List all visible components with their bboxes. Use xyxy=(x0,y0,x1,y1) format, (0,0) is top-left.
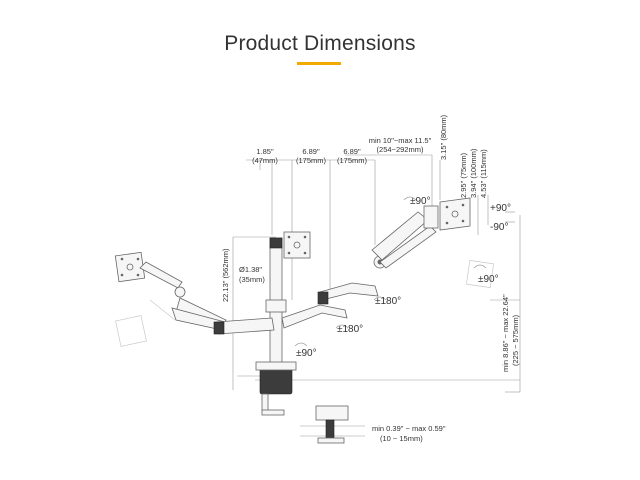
rotation-base: ±90° xyxy=(296,348,317,359)
pole-height: 22.13" (562mm) xyxy=(221,248,230,302)
left-monitor-plate xyxy=(114,251,146,283)
dim-2-mm: (175mm) xyxy=(296,156,327,165)
pole-diameter-in: Ø1.38" xyxy=(239,265,262,274)
dim-2-in: 6.89" xyxy=(302,147,320,156)
pole-diameter-mm: (35mm) xyxy=(239,275,265,284)
left-arm xyxy=(139,261,227,331)
dim-3-in: 6.89" xyxy=(343,147,361,156)
rotation-elbow-2: ±180° xyxy=(337,324,363,335)
title-underline xyxy=(297,62,341,65)
right-monitor-plate xyxy=(439,197,471,231)
vesa-100: 3.94" (100mm) xyxy=(469,148,478,198)
dim-1-mm: (47mm) xyxy=(252,156,278,165)
right-gas-arm xyxy=(371,205,439,269)
vesa-80: 3.15" (80mm) xyxy=(439,114,448,160)
height-range-in: min 8.86" ~ max 22.64" xyxy=(501,294,510,372)
rotation-elbow-1: ±180° xyxy=(375,296,401,307)
page-title: Product Dimensions xyxy=(224,32,416,55)
lower-arms xyxy=(213,282,379,335)
rotation-labels: ±90° +90° -90° ±90° ±180° ±180° ±90° xyxy=(296,196,511,359)
reach-mm: (254~292mm) xyxy=(377,145,424,154)
center-pole xyxy=(265,237,287,369)
dim-1-in: 1.85" xyxy=(256,147,274,156)
ghost-plates xyxy=(115,260,494,347)
reach-in: min 10"~max 11.5" xyxy=(369,136,432,145)
rotation-arrows xyxy=(294,196,487,347)
vesa-115: 4.53" (115mm) xyxy=(479,149,488,198)
clamp-range-in: min 0.39" ~ max 0.59" xyxy=(372,424,446,433)
center-monitor-plate xyxy=(283,231,311,259)
dimension-labels: 1.85" (47mm) 6.89" (175mm) 6.89" (175mm)… xyxy=(221,114,520,443)
desk-clamp xyxy=(255,361,297,416)
rotation-tilt-up: +90° xyxy=(490,203,511,214)
grommet-clamp-detail xyxy=(315,405,349,444)
clamp-range-mm: (10 ~ 15mm) xyxy=(380,434,423,443)
rotation-tilt-down: -90° xyxy=(490,222,508,233)
rotation-head: ±90° xyxy=(410,196,431,207)
height-range-mm: (225 ~ 575mm) xyxy=(511,314,520,366)
rotation-swivel: ±90° xyxy=(478,274,499,285)
vesa-75: 2.95" (75mm) xyxy=(459,152,468,198)
dimension-lines xyxy=(232,154,521,437)
dim-3-mm: (175mm) xyxy=(337,156,368,165)
